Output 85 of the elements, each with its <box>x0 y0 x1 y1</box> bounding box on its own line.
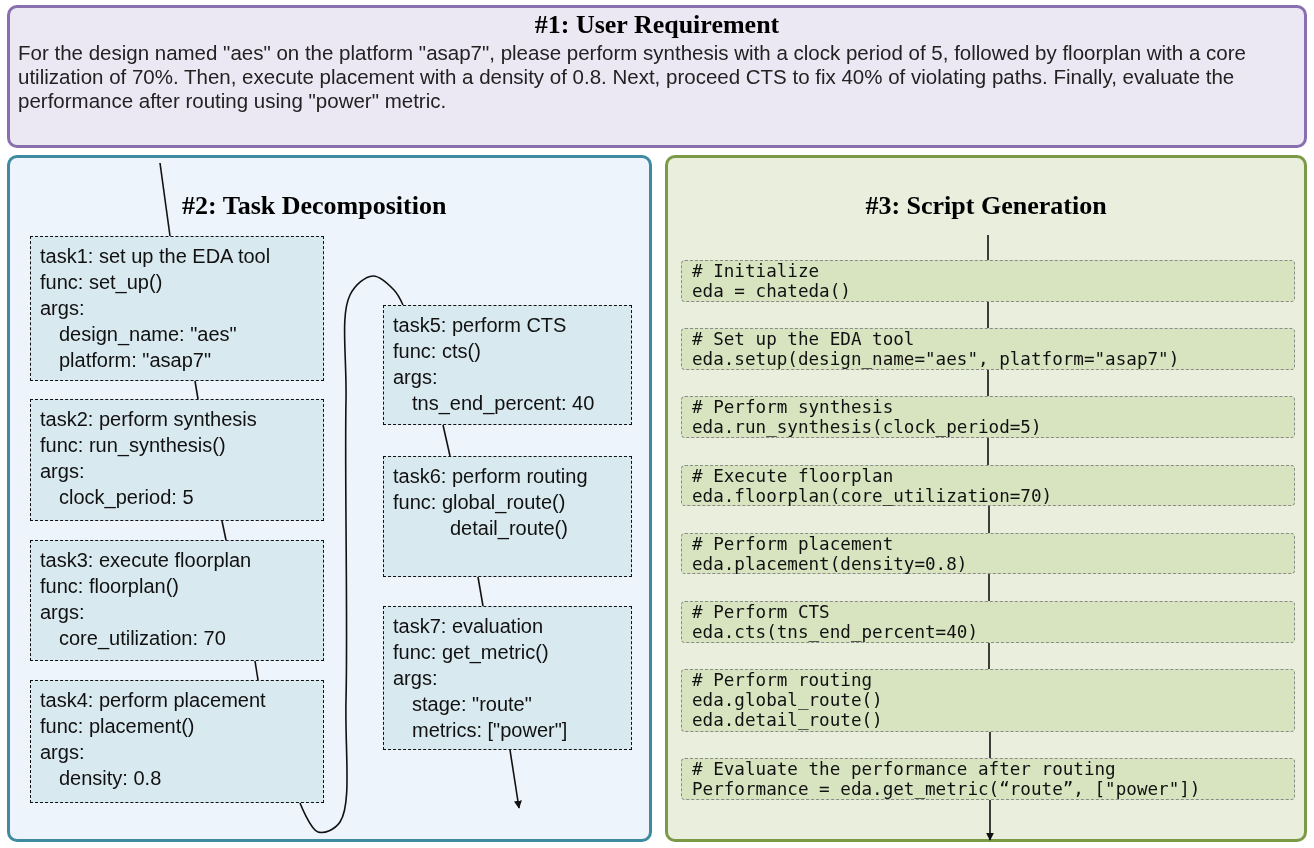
connector-line <box>442 424 451 457</box>
connector-line <box>987 234 989 261</box>
task-box <box>383 305 632 425</box>
task-box <box>30 399 324 521</box>
code-line: # Set up the EDA tool <box>692 329 915 349</box>
task-line: density: 0.8 <box>59 766 162 791</box>
connector-line <box>987 437 989 466</box>
task-line: stage: "route" <box>412 692 532 717</box>
task-box <box>383 456 632 577</box>
code-line: # Perform CTS <box>692 602 830 622</box>
task-line: args: <box>393 666 438 691</box>
panel-title: #1: User Requirement <box>534 9 780 41</box>
task-line: func: cts() <box>393 339 481 364</box>
panel <box>665 155 1307 842</box>
task-line: task4: perform placement <box>40 688 266 713</box>
task-line: platform: "asap7" <box>59 348 212 373</box>
connector-line <box>988 505 990 534</box>
task-line: design_name: "aes" <box>59 322 237 347</box>
code-line: eda.placement(density=0.8) <box>692 554 968 574</box>
code-line: # Evaluate the performance after routing <box>692 759 1116 779</box>
code-block <box>681 328 1295 370</box>
connector-line <box>194 380 199 400</box>
task-line: args: <box>393 365 438 390</box>
task-line: args: <box>40 740 85 765</box>
arrow <box>986 799 994 841</box>
task-line: args: <box>40 600 85 625</box>
code-line: # Initialize <box>692 261 820 281</box>
task-line: task1: set up the EDA tool <box>40 244 271 269</box>
task-line: core_utilization: 70 <box>59 626 226 651</box>
connector-line <box>989 731 991 759</box>
panel-title: #2: Task Decomposition <box>182 190 447 222</box>
code-line: # Perform synthesis <box>692 397 894 417</box>
task-line: func: get_metric() <box>393 640 549 665</box>
task-line: func: floorplan() <box>40 574 179 599</box>
code-block <box>681 465 1295 506</box>
code-line: eda.global_route() <box>692 690 883 710</box>
task-line: metrics: ["power"] <box>412 718 568 743</box>
task-box <box>30 236 324 381</box>
task-line: func: placement() <box>40 714 195 739</box>
panel <box>7 155 652 842</box>
task-box <box>383 606 632 750</box>
task-line: task6: perform routing <box>393 464 588 489</box>
connector-line <box>988 573 990 602</box>
task-line: func: global_route() <box>393 490 566 515</box>
task-line: task5: perform CTS <box>393 313 567 338</box>
code-line: eda.run_synthesis(clock_period=5) <box>692 417 1042 437</box>
task-line: args: <box>40 459 85 484</box>
connector-line <box>159 162 171 237</box>
task-line: task3: execute floorplan <box>40 548 252 573</box>
task-line: clock_period: 5 <box>59 485 194 510</box>
connector-line <box>477 576 484 607</box>
requirement-text: For the design named "aes" on the platform "asap7", please perform synthesis with a clock period of 5, followed by floorplan with a core utilization of 70%. Then, execute placement with a density of 0.8. Next, proceed CTS to fix 40% of violating paths. Finally, evaluate the performance after routing using "power" metric. <box>18 41 1247 113</box>
connector-line <box>987 301 989 329</box>
code-line: # Execute floorplan <box>692 466 894 486</box>
code-line: eda.detail_route() <box>692 710 883 730</box>
connector-line <box>299 275 404 834</box>
task-box <box>30 540 324 661</box>
task-line: task2: perform synthesis <box>40 407 257 432</box>
code-line: eda.cts(tns_end_percent=40) <box>692 622 978 642</box>
connector-line <box>988 642 990 670</box>
code-block <box>681 396 1295 438</box>
task-line: task7: evaluation <box>393 614 544 639</box>
connector-line <box>987 369 989 397</box>
panel <box>7 5 1307 148</box>
code-line: # Perform routing <box>692 670 873 690</box>
code-block <box>681 260 1295 302</box>
task-line: func: run_synthesis() <box>40 433 226 458</box>
code-block <box>681 669 1295 732</box>
code-line: eda.setup(design_name="aes", platform="asap7") <box>692 349 1180 369</box>
code-line: # Perform placement <box>692 534 894 554</box>
arrow <box>509 749 522 809</box>
code-block <box>681 601 1295 643</box>
code-line: Performance = eda.get_metric(“route”, ["power"]) <box>692 779 1201 799</box>
task-line: func: set_up() <box>40 270 163 295</box>
task-line: tns_end_percent: 40 <box>412 391 595 416</box>
task-box <box>30 680 324 803</box>
code-block <box>681 533 1295 574</box>
panel-title: #3: Script Generation <box>865 190 1107 222</box>
task-line: args: <box>40 296 85 321</box>
connector-line <box>254 660 259 681</box>
code-line: eda = chateda() <box>692 281 851 301</box>
code-line: eda.floorplan(core_utilization=70) <box>692 486 1053 506</box>
connector-line <box>221 520 227 541</box>
task-line: detail_route() <box>450 516 568 541</box>
code-block <box>681 758 1295 800</box>
